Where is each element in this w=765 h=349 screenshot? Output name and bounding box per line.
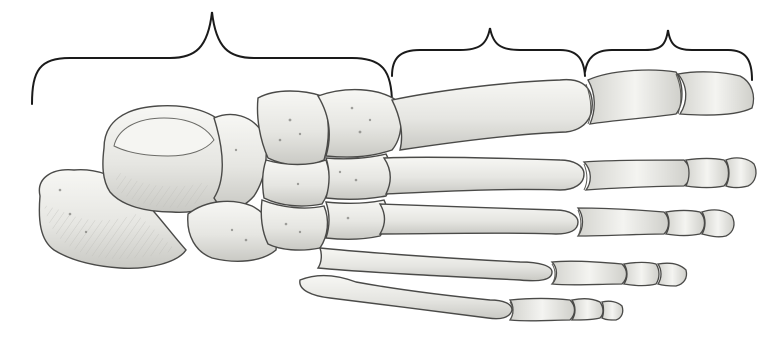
toe-4-distal-phalanx [658, 263, 687, 286]
toe-5-middle-phalanx [572, 299, 603, 320]
toe-1-proximal-phalanx [588, 70, 682, 124]
metatarsal-3 [380, 204, 578, 234]
metatarsal-4 [318, 248, 552, 281]
toe-1-distal-phalanx [678, 72, 754, 115]
metatarsal-5 [300, 276, 512, 319]
toe-2-distal-phalanx [726, 158, 756, 188]
toe-4-proximal-phalanx [552, 261, 627, 285]
second-metatarsal-base [326, 154, 392, 199]
metatarsal-1 [392, 80, 592, 150]
intermediate-cuneiform-bone [263, 160, 330, 206]
toe-4-middle-phalanx [624, 263, 659, 286]
metatarsals-bracket [392, 28, 585, 76]
toe-5-distal-phalanx [602, 301, 623, 320]
toe-2-proximal-phalanx [584, 160, 690, 190]
metatarsal-2 [384, 157, 584, 194]
tarsal-bones [39, 90, 401, 269]
lateral-cuneiform-bone [261, 200, 327, 250]
first-metatarsal-base [318, 90, 401, 158]
toe-3-proximal-phalanx [578, 208, 669, 236]
medial-cuneiform-bone [257, 91, 328, 165]
toe-5-proximal-phalanx [510, 299, 575, 321]
toe-3-middle-phalanx [666, 211, 705, 236]
toe-2-middle-phalanx [686, 159, 729, 188]
toe-3-distal-phalanx [702, 210, 734, 237]
third-metatarsal-base [326, 200, 387, 239]
